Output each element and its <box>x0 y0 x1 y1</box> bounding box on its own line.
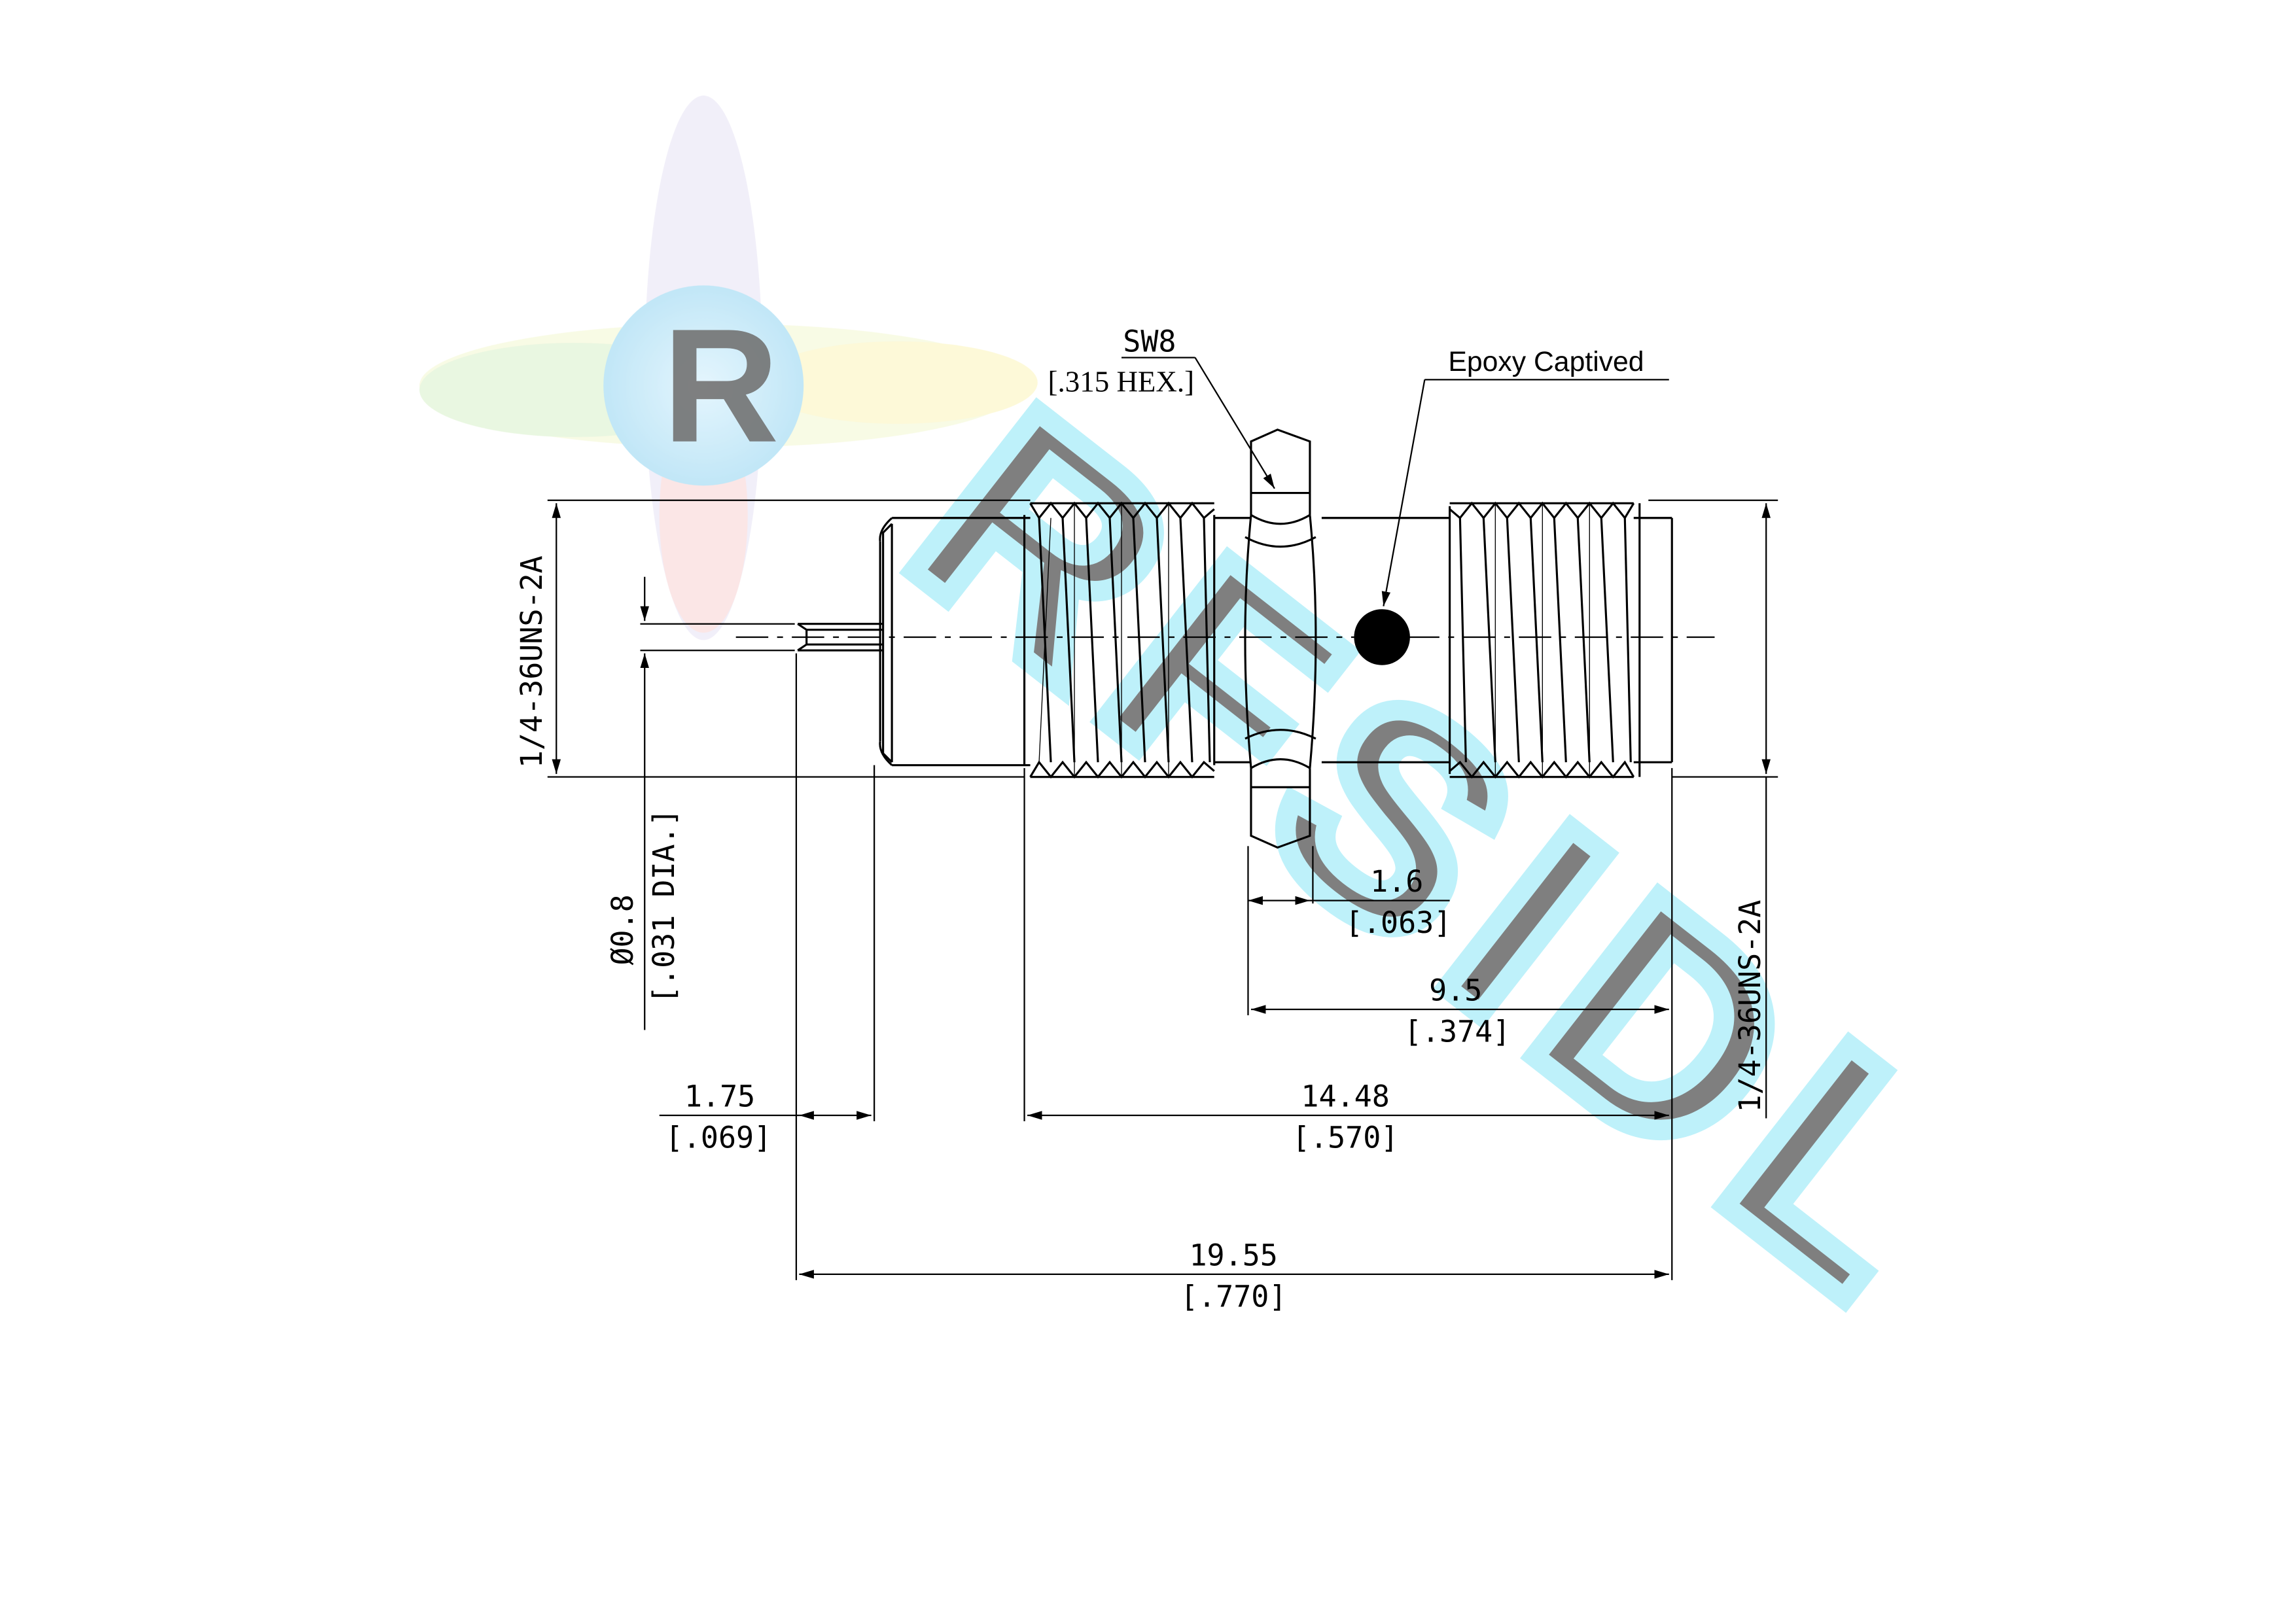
epoxy-dot <box>1354 609 1410 665</box>
logo-ellipse-right <box>758 341 1038 424</box>
left-thread <box>1023 501 1216 779</box>
dim-9-5-inch-label: [.374] <box>1404 1015 1510 1049</box>
pin-diameter-inch-label: [.031 DIA.] <box>646 809 681 1003</box>
logo-letter: R <box>662 296 779 476</box>
dim-1-6-inch-label: [.063] <box>1345 905 1451 940</box>
dim-9-5-label: 9.5 <box>1429 973 1482 1008</box>
logo-circle <box>603 285 804 486</box>
dim-14-48-inch-label: [.570] <box>1292 1120 1398 1155</box>
dim-19-55-label: 19.55 <box>1189 1238 1277 1272</box>
watermark-logo: R <box>419 96 1038 640</box>
rear-insulator <box>879 517 1031 767</box>
hex-size-inch-label: [.315 HEX.] <box>1048 365 1195 398</box>
center-pin <box>797 623 883 652</box>
front-face <box>1633 503 1673 777</box>
epoxy-captived-label: Epoxy Captived <box>1448 346 1644 377</box>
connector-body <box>735 428 1715 849</box>
dim-14-48-label: 14.48 <box>1301 1079 1389 1113</box>
dim-1-75-label: 1.75 <box>684 1079 755 1113</box>
pin-diameter-label: Ø0.8 <box>605 894 640 965</box>
hex-nut <box>1244 428 1317 849</box>
dimension-lines <box>547 357 1778 1280</box>
dim-19-55-inch-label: [.770] <box>1180 1279 1286 1314</box>
dim-1-6-label: 1.6 <box>1370 864 1423 899</box>
hex-size-label: SW8 <box>1123 324 1176 359</box>
dim-1-75-inch-label: [.069] <box>665 1120 771 1155</box>
right-thread <box>1449 501 1635 779</box>
thread-left-label: 1/4-36UNS-2A <box>514 555 549 768</box>
thread-right-label: 1/4-36UNS-2A <box>1733 900 1767 1113</box>
